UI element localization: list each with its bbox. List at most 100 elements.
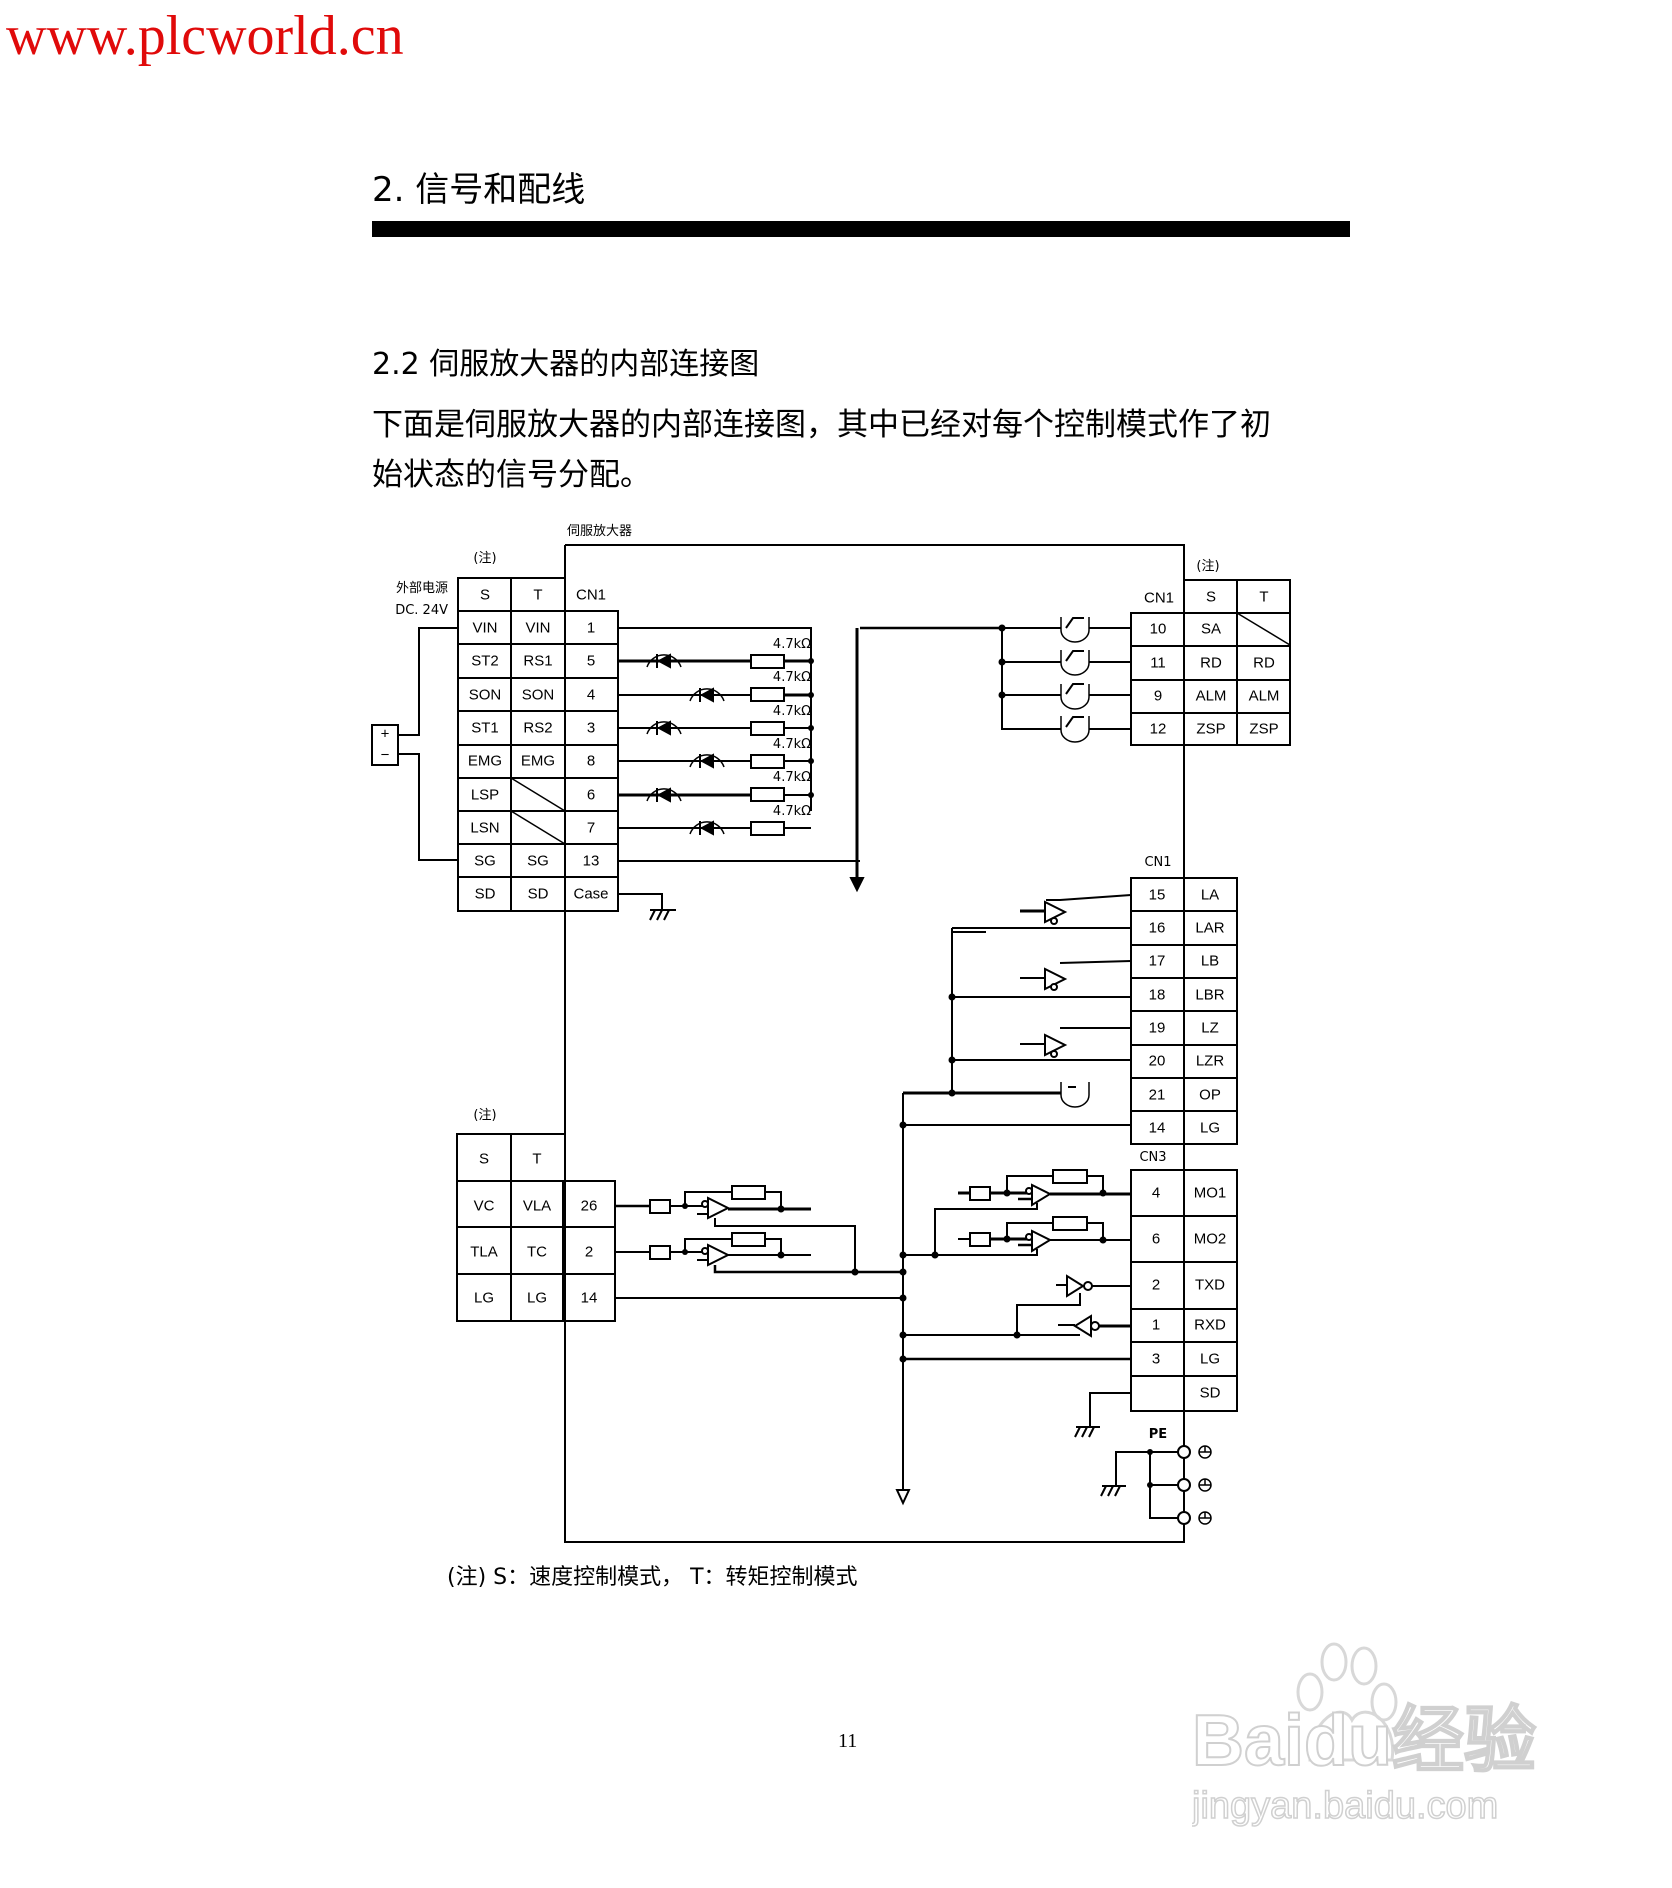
pe-label: PE <box>1149 1427 1167 1442</box>
note-mark: (注) <box>473 1108 496 1123</box>
cell: 5 <box>587 653 595 670</box>
cn1-encoder-table: CN1 15 LA 16 LAR 17 LB 18 LBR 19 LZ 20 L… <box>899 855 1238 1490</box>
note-mark: (注) <box>473 551 496 566</box>
cell: EMG <box>521 753 555 770</box>
cell: MO2 <box>1194 1231 1227 1248</box>
cell: VIN <box>472 620 497 637</box>
footnote: (注) S：速度控制模式， T：转矩控制模式 <box>447 1565 858 1590</box>
cell: LG <box>1200 1120 1220 1137</box>
ext-power-label: 外部电源 <box>396 581 448 596</box>
pe-terminals: PE <box>1100 1427 1212 1525</box>
cn1-analog-table: (注) S T VC VLA 26 TLA TC 2 LG LG 14 <box>456 1108 911 1506</box>
note-mark: (注) <box>1196 559 1219 574</box>
cell: ZSP <box>1249 721 1278 738</box>
cell: 16 <box>1149 920 1166 937</box>
cell: 20 <box>1149 1053 1166 1070</box>
cell: 6 <box>587 787 595 804</box>
cell: TC <box>527 1244 547 1261</box>
paragraph-line-1: 下面是伺服放大器的内部连接图，其中已经对每个控制模式作了初 <box>372 407 1271 443</box>
header-t: T <box>1259 589 1268 606</box>
baidu-watermark: Baidu经验 jingyan.baidu.com <box>1192 1642 1537 1828</box>
cell: 4 <box>587 687 595 704</box>
cell: RS2 <box>523 720 552 737</box>
resistor-label: 4.7kΩ <box>773 670 811 685</box>
cell: 1 <box>1152 1317 1160 1334</box>
cell: Case <box>573 886 608 903</box>
chapter-title: 2. 信号和配线 <box>372 170 586 210</box>
baidu-brand: Baidu经验 <box>1192 1701 1536 1781</box>
header-cn1: CN1 <box>1144 590 1174 607</box>
cell: 17 <box>1149 953 1166 970</box>
paw-icon <box>1296 1642 1398 1762</box>
cell: 3 <box>1152 1351 1160 1368</box>
header-cn1: CN1 <box>576 587 606 604</box>
cell: LA <box>1201 887 1219 904</box>
cell: 1 <box>587 620 595 637</box>
output-transistors <box>998 617 1131 743</box>
cell: ST1 <box>471 720 499 737</box>
cell: MO1 <box>1194 1185 1227 1202</box>
header-t: T <box>533 587 542 604</box>
cell: 18 <box>1149 987 1166 1004</box>
cell: 26 <box>581 1198 598 1215</box>
header-s: S <box>1206 589 1216 606</box>
cell: LB <box>1201 953 1219 970</box>
cell: LG <box>1200 1351 1220 1368</box>
cell: 21 <box>1149 1087 1166 1104</box>
cn3-label: CN3 <box>1139 1150 1166 1165</box>
resistor-label: 4.7kΩ <box>773 770 811 785</box>
resistor-label: 4.7kΩ <box>773 704 811 719</box>
cn1-input-table: (注) S T CN1 VIN VIN 1 ST2 RS1 5 SON SON … <box>457 551 676 921</box>
cell: 2 <box>1152 1277 1160 1294</box>
paragraph-line-2: 始状态的信号分配。 <box>372 457 651 493</box>
cell: SON <box>469 687 502 704</box>
cell: 10 <box>1150 621 1167 638</box>
cell: RXD <box>1194 1317 1226 1334</box>
cell: 13 <box>583 853 600 870</box>
cell: SD <box>528 886 549 903</box>
cell: RS1 <box>523 653 552 670</box>
cell: SD <box>1200 1385 1221 1402</box>
cell: 9 <box>1154 688 1162 705</box>
section-title: 2.2 伺服放大器的内部连接图 <box>372 347 760 382</box>
cell: RD <box>1253 655 1275 672</box>
header-s: S <box>479 1151 489 1168</box>
supply-plus: + <box>381 726 390 743</box>
cell: LSN <box>470 820 499 837</box>
cell: LG <box>474 1290 494 1307</box>
cell: TXD <box>1195 1277 1225 1294</box>
cn1-label: CN1 <box>1144 855 1171 870</box>
cell: LZR <box>1196 1053 1225 1070</box>
cell: LAR <box>1195 920 1224 937</box>
cell: 14 <box>581 1290 598 1307</box>
cell: 7 <box>587 820 595 837</box>
ext-power-voltage: DC. 24V <box>395 603 448 618</box>
cell: LBR <box>1195 987 1224 1004</box>
earth-ground-icon <box>1198 1445 1212 1525</box>
cell: ALM <box>1196 688 1227 705</box>
cn3-table: CN3 4 MO1 6 MO2 2 TXD 1 RXD 3 LG SD <box>899 1150 1238 1438</box>
cell: 8 <box>587 753 595 770</box>
supply-minus: − <box>381 747 390 764</box>
baidu-url: jingyan.baidu.com <box>1192 1785 1498 1827</box>
amplifier-box: 伺服放大器 <box>564 524 1185 1543</box>
external-power-supply: 外部电源 DC. 24V + − <box>371 581 458 861</box>
site-watermark: www.plcworld.cn <box>6 5 404 67</box>
resistor-label: 4.7kΩ <box>773 637 811 652</box>
cell: VLA <box>523 1198 551 1215</box>
cell: SON <box>522 687 555 704</box>
page-number: 11 <box>838 1730 858 1752</box>
cell: SD <box>475 886 496 903</box>
header-t: T <box>532 1151 541 1168</box>
cell: ALM <box>1249 688 1280 705</box>
cell: VIN <box>525 620 550 637</box>
cell: 12 <box>1150 721 1167 738</box>
cell: RD <box>1200 655 1222 672</box>
cell: 4 <box>1152 1185 1160 1202</box>
chapter-divider-bar <box>372 221 1350 237</box>
cell: TLA <box>470 1244 498 1261</box>
cell: SG <box>474 853 496 870</box>
amplifier-label: 伺服放大器 <box>567 524 632 539</box>
cell: 6 <box>1152 1231 1160 1248</box>
